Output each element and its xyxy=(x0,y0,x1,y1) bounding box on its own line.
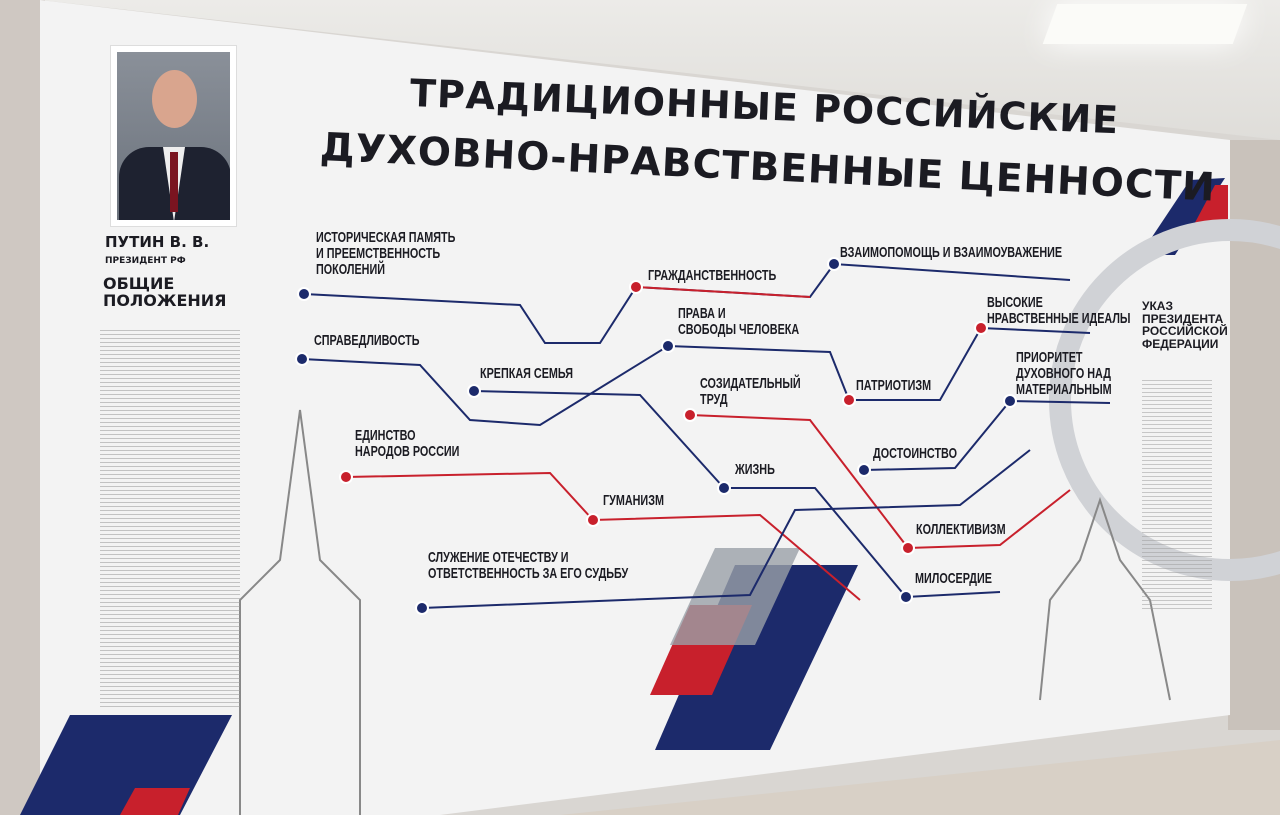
connector-line xyxy=(863,399,1111,471)
value-node-dot xyxy=(1003,394,1017,408)
value-label: ВЗАИМОПОМОЩЬ И ВЗАИМОУВАЖЕНИЕ xyxy=(840,244,1063,261)
president-portrait xyxy=(110,45,237,227)
value-node-dot xyxy=(899,590,913,604)
value-label: ЖИЗНЬ xyxy=(735,461,775,478)
value-label: ДОСТОИНСТВО xyxy=(873,445,957,462)
general-provisions-heading: ОБЩИЕ ПОЛОЖЕНИЯ xyxy=(103,274,227,310)
president-role: ПРЕЗИДЕНТ РФ xyxy=(105,256,186,266)
president-name: ПУТИН В. В. xyxy=(105,233,210,251)
value-node-dot xyxy=(827,257,841,271)
decor-circle xyxy=(1049,219,1280,581)
value-label: ПРИОРИТЕТ ДУХОВНОГО НАД МАТЕРИАЛЬНЫМ xyxy=(1016,349,1112,398)
value-node-dot xyxy=(339,470,353,484)
wall-left xyxy=(0,0,45,815)
value-node-dot xyxy=(857,463,871,477)
value-node-dot xyxy=(683,408,697,422)
value-label: КРЕПКАЯ СЕМЬЯ xyxy=(480,365,574,382)
connector-line xyxy=(635,286,811,298)
corner-stripe-blue xyxy=(20,715,232,815)
connector-line xyxy=(689,414,1071,550)
value-node-dot xyxy=(661,339,675,353)
connector-line xyxy=(301,326,1091,427)
value-node-dot xyxy=(295,352,309,366)
value-label: ЕДИНСТВО НАРОДОВ РОССИИ xyxy=(355,427,460,460)
value-label: СОЗИДАТЕЛЬНЫЙ ТРУД xyxy=(700,375,801,408)
value-label: ГУМАНИЗМ xyxy=(603,492,664,509)
value-node-dot xyxy=(467,384,481,398)
decree-text xyxy=(1142,380,1212,610)
value-label: КОЛЛЕКТИВИЗМ xyxy=(916,521,1006,538)
value-label: ВЫСОКИЕ НРАВСТВЕННЫЕ ИДЕАЛЫ xyxy=(987,294,1131,327)
value-label: ИСТОРИЧЕСКАЯ ПАМЯТЬ И ПРЕЕМСТВЕННОСТЬ ПО… xyxy=(316,229,456,278)
decree-heading: УКАЗ ПРЕЗИДЕНТА РОССИЙСКОЙ ФЕДЕРАЦИИ xyxy=(1142,299,1228,351)
value-node-dot xyxy=(415,601,429,615)
value-label: СПРАВЕДЛИВОСТЬ xyxy=(314,332,420,349)
value-node-dot xyxy=(717,481,731,495)
value-label: МИЛОСЕРДИЕ xyxy=(915,570,992,587)
value-node-dot xyxy=(629,280,643,294)
value-label: ПРАВА И СВОБОДЫ ЧЕЛОВЕКА xyxy=(678,305,800,338)
value-label: ГРАЖДАНСТВЕННОСТЬ xyxy=(648,267,777,284)
value-node-dot xyxy=(974,321,988,335)
value-node-dot xyxy=(842,393,856,407)
flag-stripe-blue xyxy=(655,565,858,750)
connector-line xyxy=(473,390,1001,599)
value-label: СЛУЖЕНИЕ ОТЕЧЕСТВУ И ОТВЕТСТВЕННОСТЬ ЗА … xyxy=(428,549,629,582)
value-node-dot xyxy=(586,513,600,527)
value-node-dot xyxy=(297,287,311,301)
general-provisions-text xyxy=(100,330,240,710)
connector-line xyxy=(421,449,1031,609)
value-label: ПАТРИОТИЗМ xyxy=(856,377,932,394)
corner-stripe-red xyxy=(120,788,190,815)
kremlin-tower-drawing xyxy=(239,409,361,815)
value-node-dot xyxy=(901,541,915,555)
